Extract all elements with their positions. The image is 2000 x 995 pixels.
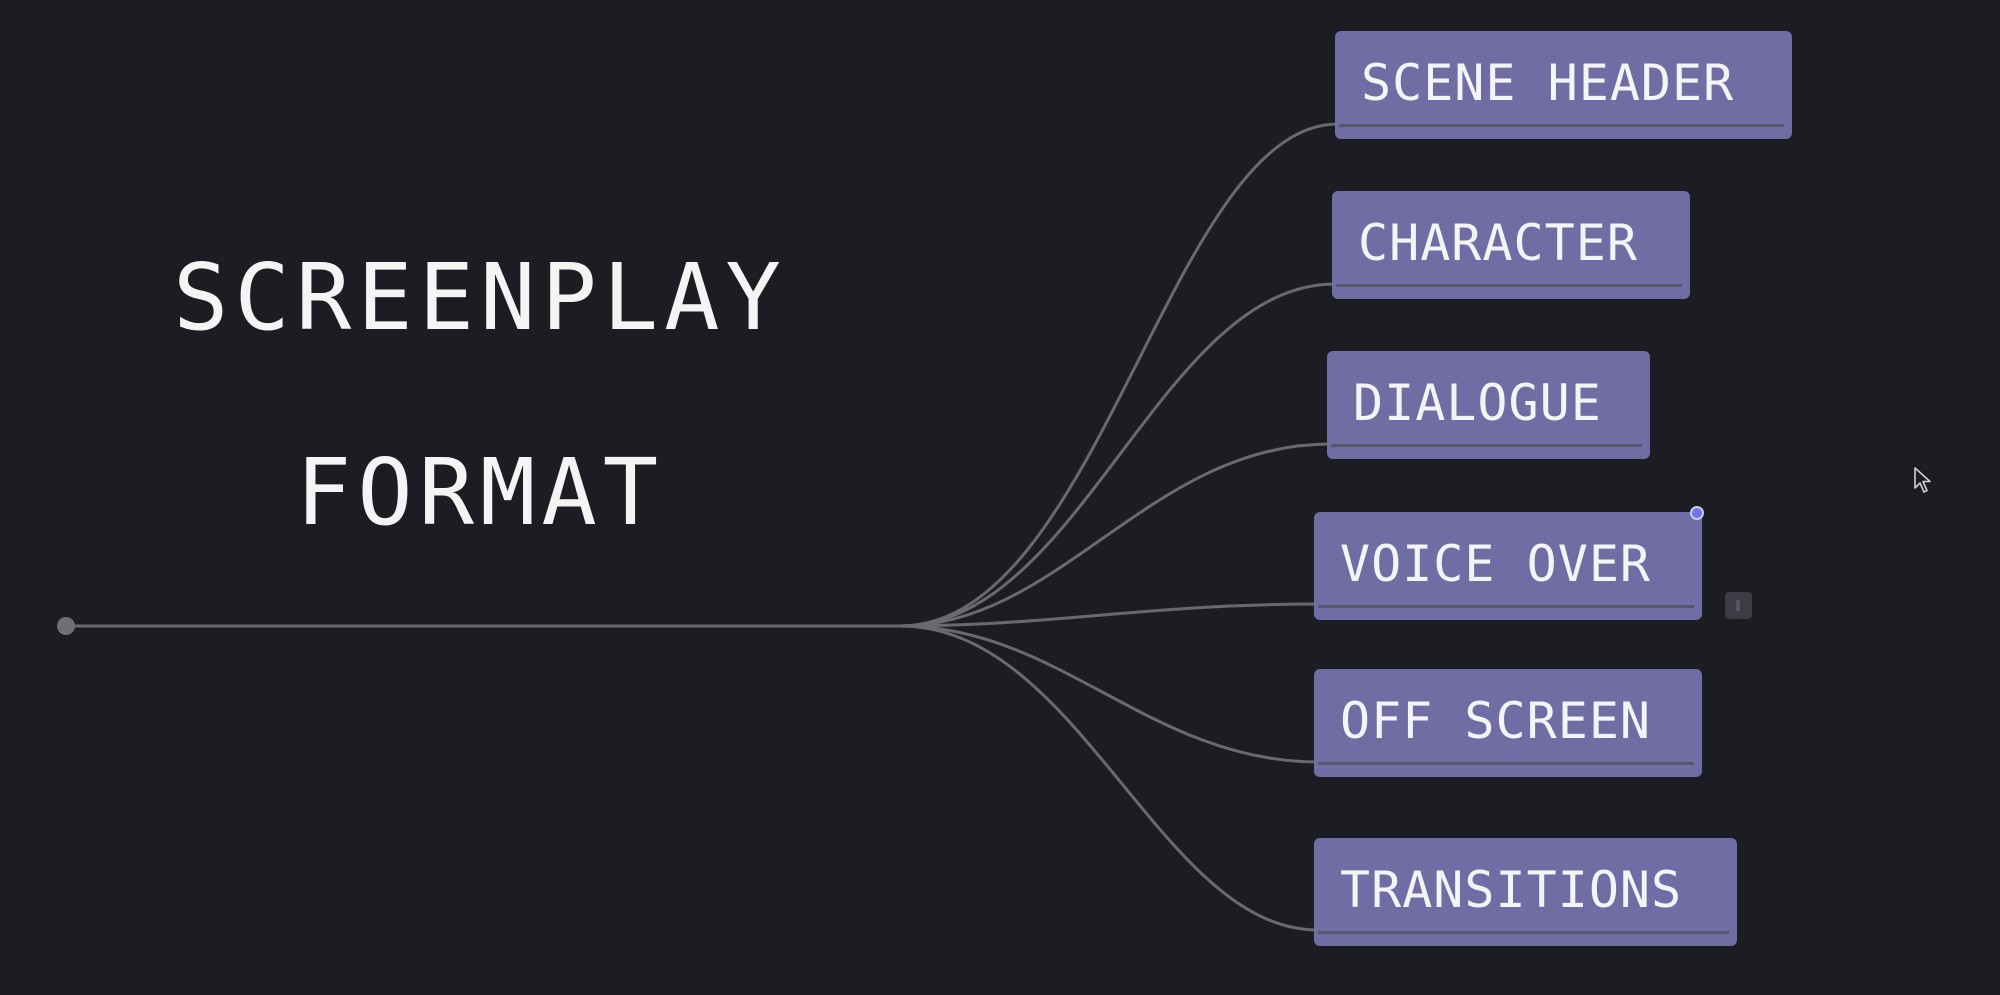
selection-handle-icon[interactable] (1690, 506, 1704, 520)
edge-character (899, 282, 1336, 628)
title-line-2: FORMAT (295, 439, 665, 546)
node-underline (1318, 762, 1694, 765)
root-dot-icon[interactable] (57, 617, 75, 635)
node-label: OFF SCREEN (1340, 692, 1652, 750)
mouse-pointer-icon (1914, 467, 1931, 493)
title-line-1: SCREENPLAY (173, 244, 787, 351)
node-label: SCENE HEADER (1361, 54, 1735, 112)
square-icon[interactable] (1725, 592, 1752, 619)
node-transitions[interactable]: TRANSITIONS (1314, 838, 1737, 946)
node-label: CHARACTER (1358, 214, 1638, 272)
node-underline (1339, 124, 1784, 127)
node-underline (1331, 444, 1642, 447)
node-dialogue[interactable]: DIALOGUE (1327, 351, 1650, 459)
node-underline (1336, 284, 1682, 287)
node-scene-header[interactable]: SCENE HEADER (1335, 31, 1792, 139)
node-off-screen[interactable]: OFF SCREEN (1314, 669, 1702, 777)
node-character[interactable]: CHARACTER (1332, 191, 1690, 299)
edge-off-screen (899, 624, 1319, 764)
edge-scene-header (899, 122, 1339, 628)
edge-voice-over (899, 602, 1319, 628)
node-voice-over[interactable]: VOICE OVER (1314, 512, 1702, 620)
node-label: VOICE OVER (1340, 535, 1652, 593)
edge-transitions (899, 624, 1319, 932)
node-label: TRANSITIONS (1340, 861, 1683, 919)
node-underline (1318, 605, 1694, 608)
edge-dialogue (899, 442, 1331, 628)
node-label: DIALOGUE (1353, 374, 1602, 432)
node-underline (1318, 931, 1729, 934)
